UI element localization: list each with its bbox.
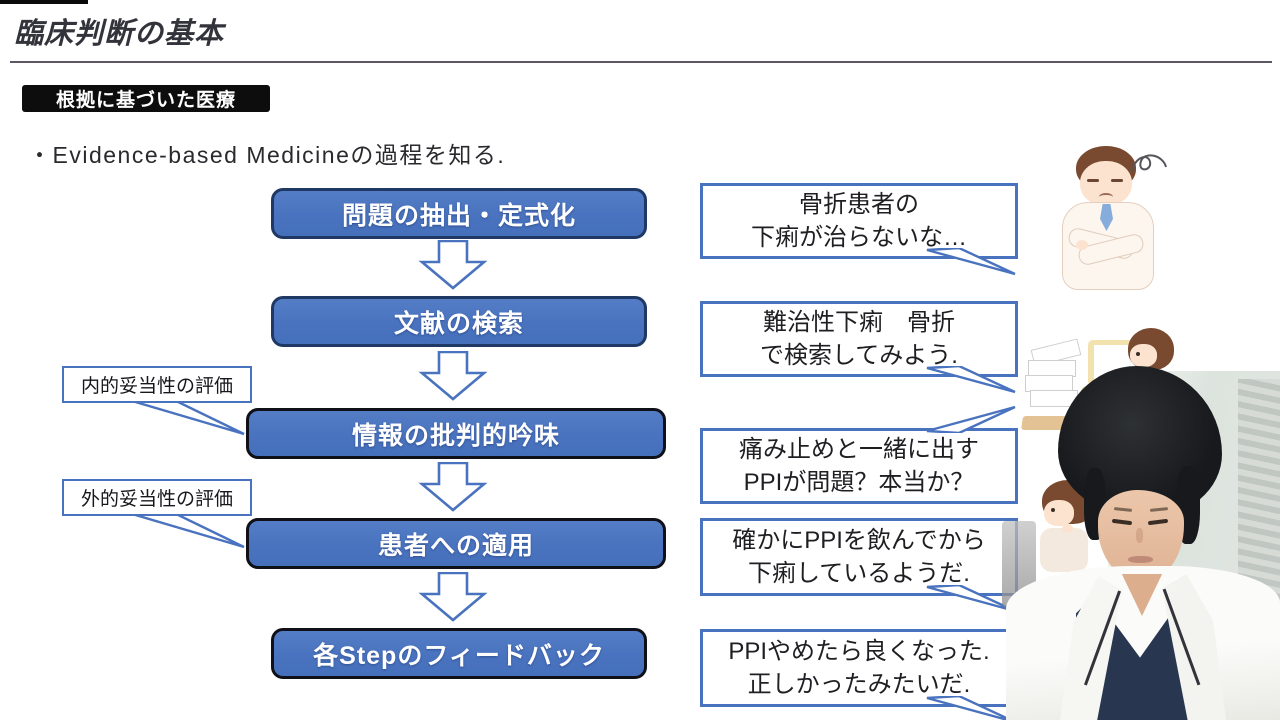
speech-line: 下痢が治らないな… [751, 224, 967, 251]
annotation-label: 外的妥当性の評価 [80, 489, 233, 510]
flow-step-feedback: 各Stepのフィードバック [271, 628, 647, 679]
section-badge: 根拠に基づいた医療 [22, 85, 270, 112]
down-arrow-icon [418, 572, 488, 622]
speech-line: 難治性下痢 骨折 [763, 309, 955, 336]
speech-bubble-5: PPIやめたら良くなった. 正しかったみたいだ. [700, 629, 1018, 707]
speech-line: PPIやめたら良くなった. [728, 638, 990, 665]
down-arrow-icon [418, 351, 488, 401]
cartoon-eye [1087, 179, 1099, 182]
cartoon-hand [1062, 524, 1073, 533]
speech-line: 下痢しているようだ. [748, 560, 970, 587]
down-arrow-icon [418, 240, 488, 290]
bullet-line: ・Evidence-based Medicineの過程を知る. [28, 142, 506, 168]
speech-tail [926, 585, 1016, 613]
cartoon-tie [1100, 204, 1113, 231]
speech-line: PPIが問題？本当か？ [743, 469, 975, 496]
speech-tail [926, 405, 1016, 433]
cartoon-eye [1111, 179, 1123, 182]
flow-step-literature-search: 文献の検索 [271, 296, 647, 347]
flow-step-label: 各Stepのフィードバック [313, 641, 605, 670]
flow-step-label: 情報の批判的吟味 [351, 421, 560, 450]
cartoon-face [1044, 500, 1074, 526]
speech-line: 痛み止めと一緒に出す [739, 436, 979, 463]
title-separator [10, 61, 1272, 63]
page-title: 臨床判断の基本 [14, 18, 225, 50]
speech-bubble-2: 難治性下痢 骨折 で検索してみよう. [700, 301, 1018, 377]
annotation-label: 内的妥当性の評価 [80, 376, 233, 397]
flow-step-critical-appraisal: 情報の批判的吟味 [246, 408, 666, 459]
speech-bubble-1: 骨折患者の 下痢が治らないな… [700, 183, 1018, 259]
worried-doctor-illustration [1052, 146, 1164, 292]
annotation-internal-validity: 内的妥当性の評価 [62, 366, 252, 403]
speech-line: で検索してみよう. [760, 342, 958, 369]
top-left-bar [0, 0, 88, 4]
speech-bubble-4: 確かにPPIを飲んでから 下痢しているようだ. [700, 518, 1018, 596]
callout-tail [121, 398, 245, 436]
speech-line: 骨折患者の [799, 191, 919, 218]
cartoon-mouth [1099, 193, 1113, 201]
speech-line: 確かにPPIを飲んでから [732, 527, 986, 554]
cartoon-body [1040, 528, 1088, 572]
section-badge-label: 根拠に基づいた医療 [55, 90, 236, 111]
flow-step-label: 患者への適用 [377, 531, 534, 560]
speech-line: 正しかったみたいだ. [747, 671, 971, 698]
cartoon-eye [1136, 352, 1140, 356]
cartoon-eye [1051, 508, 1055, 512]
presenter-mouth [1128, 556, 1153, 563]
presenter-nose [1136, 528, 1143, 543]
frustration-scribble-icon [1130, 154, 1167, 173]
flow-step-apply-to-patient: 患者への適用 [246, 518, 666, 569]
speech-bubble-3: 痛み止めと一緒に出す PPIが問題？本当か？ [700, 428, 1018, 504]
cartoon-hand [1076, 240, 1088, 250]
speech-tail [926, 366, 1016, 394]
annotation-external-validity: 外的妥当性の評価 [62, 479, 252, 516]
speech-tail [926, 248, 1016, 276]
cartoon-face [1130, 344, 1157, 367]
flow-step-label: 文献の検索 [393, 309, 524, 338]
speech-tail [926, 696, 1014, 720]
flow-step-problem-formulation: 問題の抽出・定式化 [271, 188, 647, 239]
down-arrow-icon [418, 462, 488, 512]
flow-step-label: 問題の抽出・定式化 [341, 201, 576, 230]
callout-tail [121, 511, 245, 549]
